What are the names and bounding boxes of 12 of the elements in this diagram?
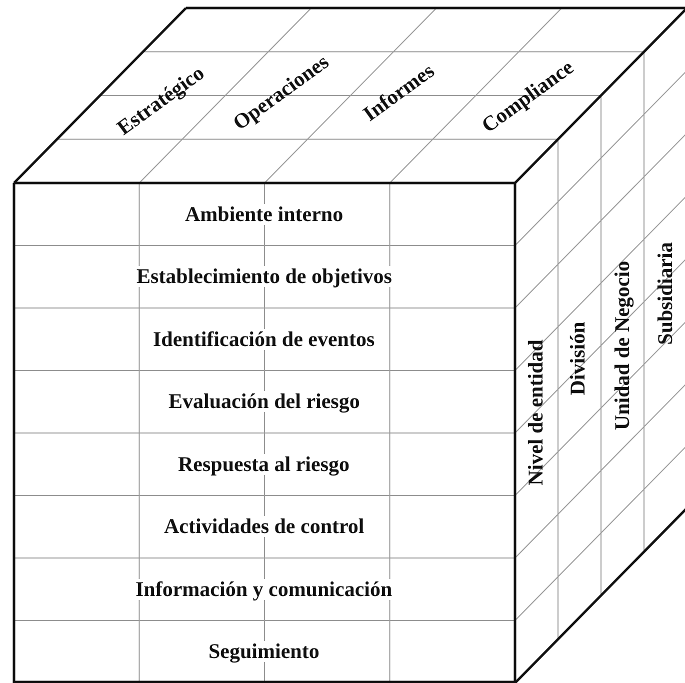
component-label: Actividades de control [164, 516, 364, 538]
component-label: Identificación de eventos [153, 328, 375, 350]
component-label: Evaluación del riesgo [168, 391, 360, 412]
component-label: Información y comunicación [136, 578, 392, 600]
component-label: Ambiente interno [185, 204, 344, 225]
unit-label: Nivel de entidad [525, 339, 546, 485]
component-label: Seguimiento [208, 641, 320, 662]
unit-label: Unidad de Negocio [612, 260, 633, 430]
unit-label: División [567, 321, 588, 395]
unit-label: Subsidiaria [654, 242, 676, 344]
component-label: Respuesta al riesgo [178, 454, 350, 475]
component-label: Establecimiento de objetivos [136, 266, 392, 288]
